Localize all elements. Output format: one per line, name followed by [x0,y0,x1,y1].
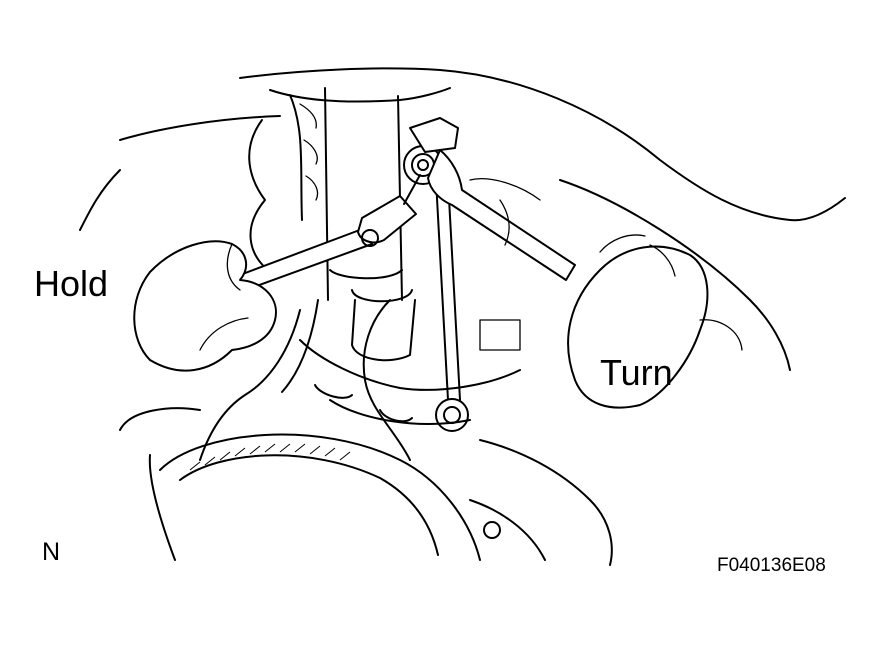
lower-arm [469,439,613,566]
view-mark-label: N [42,538,61,566]
fender-curve [79,115,281,231]
link-lower-nut [435,398,469,432]
stabilizer-link-rod [435,179,461,401]
knuckle-body [299,339,521,425]
box-wrench-turning [427,149,576,281]
strut-bracket [351,299,416,362]
right-hand-cuff-detail [599,234,676,277]
left-hand-holding [133,240,277,372]
brake-rotor-outer [159,433,481,561]
hex-key-shaft [403,174,421,205]
link-upper-joint-core [417,159,429,171]
hex-wrench-tip [357,195,417,244]
body-panel-outline [239,67,846,222]
brake-hose [199,299,319,461]
knuckle-bolt-flanges [314,384,413,423]
left-hand-fingers [199,243,249,351]
hold-label: Hold [34,263,109,304]
strut-top [269,87,451,103]
figure-id-label: F040136E08 [717,555,826,576]
arm-bolt [483,521,501,539]
spring-coils-left [248,94,303,276]
strut-tube [324,87,403,301]
rotor-hatching [189,443,351,471]
background-parts [469,178,743,351]
turn-label: Turn [600,352,673,393]
spring-coil-detail [299,103,319,201]
caliper-outline [119,407,201,561]
strut-ring [329,269,413,303]
fender-lower-curve [559,179,791,371]
brake-rotor-inner [179,454,439,556]
sensor-wire [362,299,411,461]
right-hand-turning [567,245,709,409]
hex-wrench-hole [361,229,379,247]
upper-bracket-cap [409,117,459,153]
